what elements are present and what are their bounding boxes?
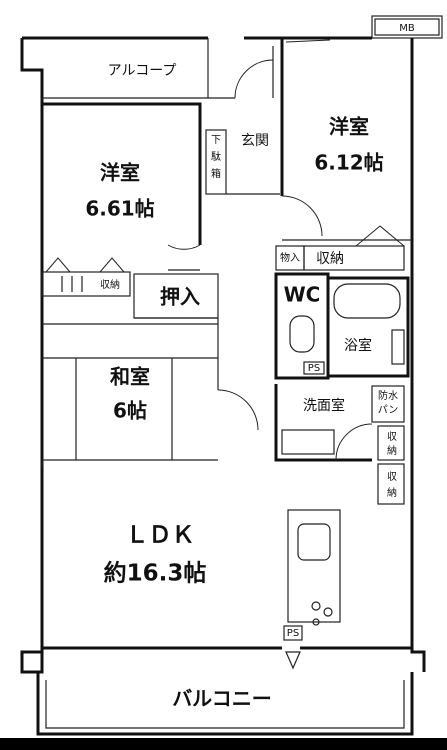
bathtub-icon — [333, 283, 401, 319]
left-storage: 収納 — [41, 257, 131, 297]
closet-label: 物入 — [280, 251, 300, 264]
washitsu-size: 6帖 — [113, 399, 147, 423]
shoe-box-char-1: 下 — [211, 135, 221, 146]
bathroom: 浴室 — [328, 276, 410, 378]
bedroom-west-size: 6.61帖 — [85, 197, 154, 221]
kitchen-ps-label: PS — [287, 628, 299, 639]
bedroom-east-name: 洋室 — [329, 115, 369, 139]
alcove-area: アルコープ — [42, 38, 274, 99]
stove-icon — [311, 601, 321, 611]
shoe-box-char-2: 駄 — [211, 150, 221, 163]
storage-left-label: 収納 — [100, 278, 120, 291]
balcony: バルコニー — [36, 672, 414, 736]
pan-label-1: 防水 — [378, 389, 398, 402]
sink-icon — [297, 523, 331, 561]
mb-box: MB — [371, 15, 443, 39]
kitchen-counter: PS — [283, 509, 341, 670]
storage-v1-char-1: 収 — [387, 431, 397, 443]
washbasin-icon — [281, 429, 335, 455]
storage-v2-char-1: 収 — [387, 471, 397, 483]
washroom: 防水 パン 洗面室 収 納 収 納 — [274, 384, 405, 505]
wc-label: WC — [284, 283, 321, 307]
oshiire-label: 押入 — [160, 285, 200, 309]
outer-walls — [20, 36, 426, 674]
toilet-icon — [289, 315, 315, 353]
entrance-area: 下 駄 箱 玄関 — [205, 129, 280, 195]
washitsu-name: 和室 — [110, 365, 150, 389]
ldk-name: ＬＤＫ — [126, 523, 195, 549]
wc-room: WC PS — [274, 272, 330, 380]
storage-v1-char-2: 納 — [387, 444, 397, 457]
pan-label-2: パン — [378, 404, 399, 416]
balcony-label: バルコニー — [172, 687, 272, 711]
ldk: ＬＤＫ 約16.3帖 — [104, 523, 207, 587]
shoe-box-char-3: 箱 — [211, 167, 221, 180]
closet-row: 物入 収納 — [275, 225, 405, 271]
mb-label: MB — [399, 23, 415, 34]
washitsu: 和室 6帖 — [41, 318, 259, 468]
washroom-label: 洗面室 — [303, 397, 345, 414]
bedroom-east-size: 6.12帖 — [314, 151, 383, 175]
ldk-size: 約16.3帖 — [104, 560, 207, 587]
oshiire: 押入 — [133, 273, 219, 319]
entrance-label: 玄関 — [241, 132, 269, 149]
bottom-band — [0, 738, 447, 750]
storage-label: 収納 — [316, 251, 344, 267]
bath-label: 浴室 — [344, 337, 372, 354]
bedroom-west-name: 洋室 — [100, 161, 140, 185]
bedroom-west: 洋室 6.61帖 — [42, 102, 202, 271]
wc-ps-label: PS — [308, 363, 320, 374]
bedroom-east: 洋室 6.12帖 — [280, 38, 412, 241]
alcove-label: アルコープ — [108, 63, 177, 79]
storage-v2-char-2: 納 — [387, 486, 397, 499]
